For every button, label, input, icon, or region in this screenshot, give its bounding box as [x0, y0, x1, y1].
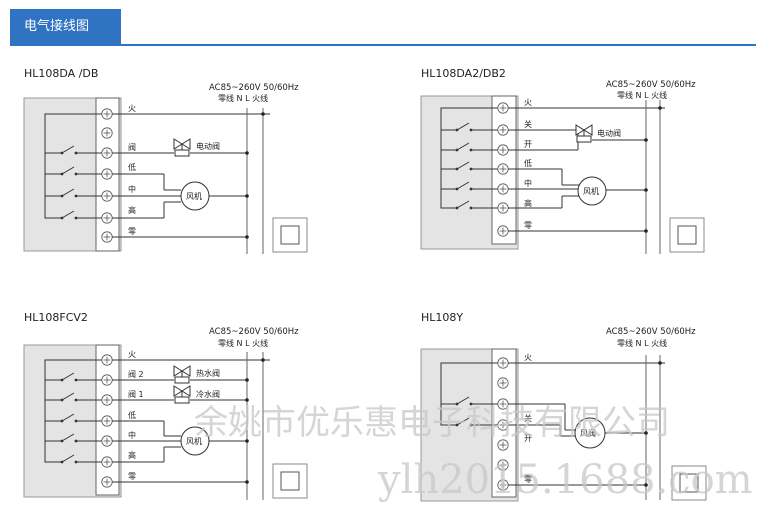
svg-text:低: 低 [524, 158, 532, 168]
fan-label: 风机 [186, 191, 202, 201]
diagram-model-title: HL108DA2/DB2 [421, 67, 506, 80]
svg-text:阀 1: 阀 1 [128, 390, 144, 399]
watermark-url: ylh2015.1688.com [377, 457, 753, 503]
diagram-hl108da: HL108DA /DB AC85~260V 50/60Hz 零线 N L 火线 [23, 67, 308, 254]
fan-icon [180, 181, 210, 211]
terminal-labels: 火 关 开 零 [524, 353, 532, 484]
svg-text:开: 开 [524, 140, 532, 149]
fan-icon [180, 426, 210, 456]
svg-text:AC85~260V 50/60Hz: AC85~260V 50/60Hz [606, 80, 696, 90]
svg-text:AC85~260V 50/60Hz: AC85~260V 50/60Hz [209, 83, 299, 93]
motor-valve-label: 电动阀 [196, 141, 220, 151]
cold-valve-icon [173, 385, 191, 404]
diagram-model-title: HL108Y [421, 311, 463, 324]
fan-label: 风机 [583, 186, 599, 196]
power-spec: AC85~260V 50/60Hz 零线 N L 火线 [606, 80, 696, 100]
svg-text:AC85~260V 50/60Hz: AC85~260V 50/60Hz [606, 327, 696, 337]
diagram-model-title: HL108FCV2 [24, 311, 88, 324]
terminal-labels: 火 阀 2 阀 1 低 中 高 零 [128, 350, 144, 481]
svg-text:开: 开 [524, 434, 532, 443]
watermark-company: 余姚市优乐惠电子科技有限公司 [194, 403, 670, 443]
wall-box-icon [669, 217, 705, 253]
motor-valve-icon [173, 138, 191, 157]
power-spec: AC85~260V 50/60Hz 零线 N L 火线 [209, 327, 299, 348]
external-wiring [508, 100, 665, 254]
tab-wiring-diagram[interactable]: 电气接线图 [10, 9, 121, 45]
svg-text:火: 火 [128, 350, 136, 359]
svg-text:高: 高 [524, 198, 532, 208]
svg-text:低: 低 [128, 162, 136, 172]
svg-text:零线 N L 火线: 零线 N L 火线 [617, 90, 667, 100]
svg-text:零: 零 [524, 221, 532, 230]
wind-valve-icon [574, 417, 606, 449]
diagram-hl108fcv2: HL108FCV2 AC85~260V 50/60Hz 零线 N L 火线 [23, 311, 308, 500]
wind-valve-label: 风阀 [580, 429, 596, 438]
svg-text:AC85~260V 50/60Hz: AC85~260V 50/60Hz [209, 327, 299, 337]
svg-text:零: 零 [128, 472, 136, 481]
svg-text:中: 中 [128, 430, 136, 440]
svg-text:火: 火 [524, 98, 532, 107]
svg-text:阀: 阀 [128, 143, 136, 152]
external-wiring [508, 355, 665, 500]
external-wiring [112, 108, 270, 254]
header-divider [10, 44, 756, 46]
svg-text:火: 火 [524, 353, 532, 362]
svg-text:零: 零 [524, 475, 532, 484]
header-bar: 电气接线图 [0, 0, 762, 46]
svg-text:阀 2: 阀 2 [128, 370, 144, 379]
svg-text:低: 低 [128, 410, 136, 420]
svg-text:中: 中 [524, 178, 532, 188]
svg-text:高: 高 [128, 205, 136, 215]
svg-text:零线 N L 火线: 零线 N L 火线 [617, 338, 667, 348]
fan-label: 风机 [186, 436, 202, 446]
hot-valve-label: 热水阀 [196, 368, 220, 378]
power-spec: AC85~260V 50/60Hz 零线 N L 火线 [209, 83, 299, 103]
internal-wiring [44, 113, 107, 219]
svg-text:高: 高 [128, 450, 136, 460]
svg-text:关: 关 [524, 119, 532, 129]
svg-text:火: 火 [128, 104, 136, 113]
svg-text:零线 N L 火线: 零线 N L 火线 [218, 93, 268, 103]
diagram-model-title: HL108DA /DB [24, 67, 98, 80]
svg-text:关: 关 [524, 413, 532, 423]
wall-box-icon [272, 217, 308, 253]
svg-text:零线 N L 火线: 零线 N L 火线 [218, 338, 268, 348]
terminal-labels: 火 关 开 低 中 高 零 [524, 98, 532, 230]
fan-icon [577, 176, 607, 206]
svg-text:零: 零 [128, 227, 136, 236]
terminals [101, 108, 113, 243]
motor-valve-label: 电动阀 [597, 128, 621, 138]
hot-valve-icon [173, 365, 191, 384]
wall-box-icon [272, 463, 308, 499]
external-wiring [112, 352, 270, 500]
power-spec: AC85~260V 50/60Hz 零线 N L 火线 [606, 327, 696, 348]
diagram-hl108da2: HL108DA2/DB2 AC85~260V 50/60Hz 零线 N L 火线 [420, 67, 705, 254]
diagram-hl108y: HL108Y AC85~260V 50/60Hz 零线 N L 火线 [420, 311, 707, 502]
terminal-labels: 火 阀 低 中 高 零 [128, 104, 136, 236]
cold-valve-label: 冷水阀 [196, 389, 220, 399]
motor-valve-icon [575, 124, 593, 143]
svg-text:中: 中 [128, 184, 136, 194]
